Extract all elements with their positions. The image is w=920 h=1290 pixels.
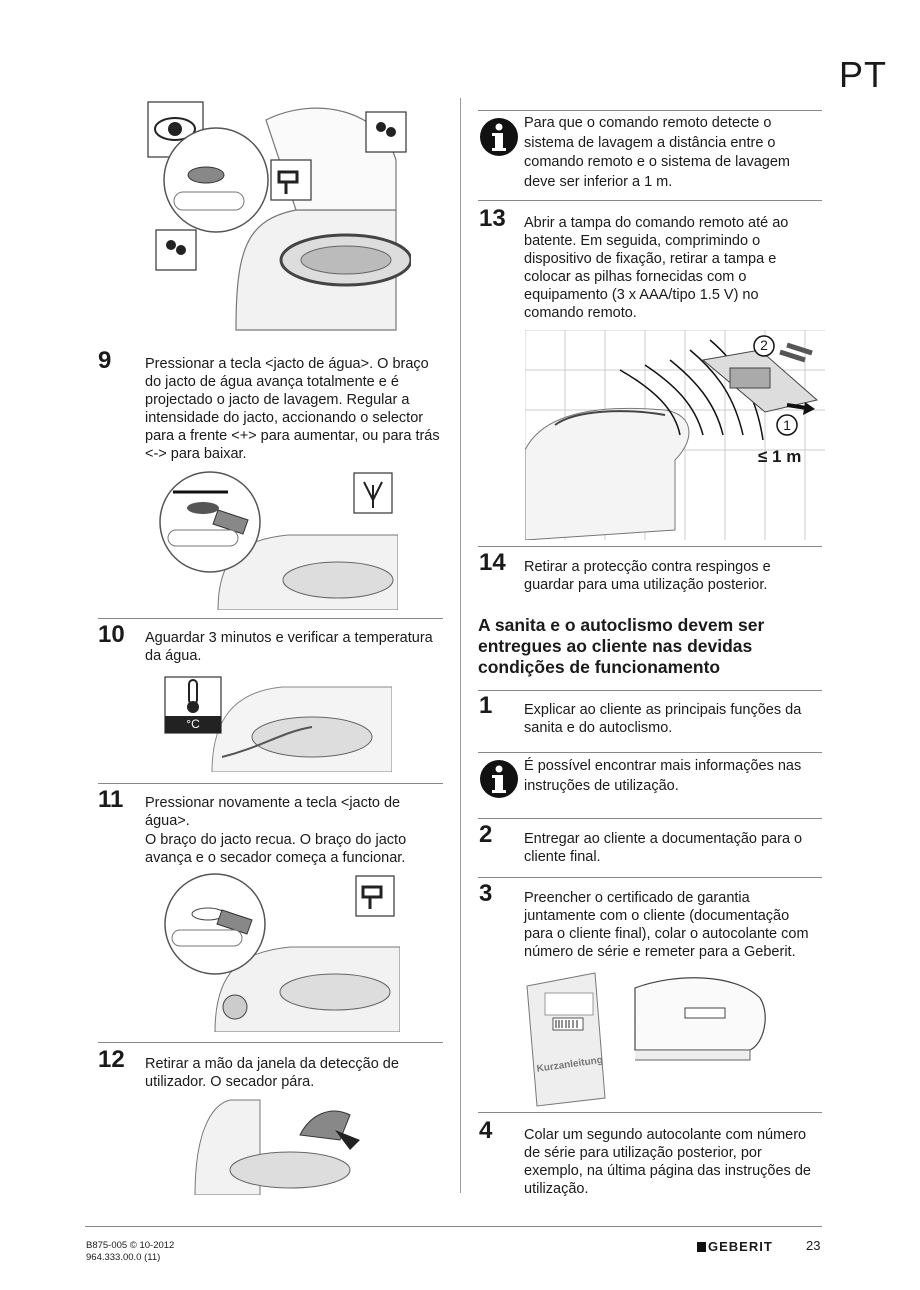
divider	[478, 546, 822, 547]
step-text: Abrir a tampa do comando remoto até ao b…	[524, 215, 789, 321]
step-number: 2	[479, 821, 493, 848]
step-number: 12	[98, 1046, 125, 1073]
step-number: 11	[98, 786, 124, 813]
step-number: 4	[479, 1117, 493, 1144]
step-text: Colar um segundo autocolante com número …	[524, 1127, 811, 1197]
step-text: Aguardar 3 minutos e verificar a tempera…	[145, 630, 433, 664]
section-heading: A sanita e o autoclismo devem ser entreg…	[478, 615, 765, 677]
step-number: 3	[479, 880, 493, 907]
step-text: Pressionar a tecla <jacto de água>. O br…	[145, 356, 440, 462]
brand-name: GEBERIT	[708, 1239, 773, 1254]
warranty-booklet-illustration	[525, 968, 770, 1108]
callout-1: 1	[783, 417, 791, 433]
step-number: 9	[98, 347, 112, 374]
remote-control-illustration	[525, 330, 825, 540]
info-icon	[480, 760, 518, 798]
footer-rule	[85, 1226, 822, 1227]
column-divider	[460, 98, 461, 1193]
step-text: O braço do jacto recua. O braço do jacto…	[145, 832, 407, 866]
temperature-check-illustration	[162, 672, 392, 772]
step-text: Explicar ao cliente as principais funçõe…	[524, 702, 802, 736]
info-text: Para que o comando remoto detecte o sist…	[524, 115, 790, 190]
dryer-illustration	[160, 872, 400, 1032]
footer-doc-code: B875-005 © 10-2012	[86, 1240, 175, 1251]
divider	[478, 877, 822, 878]
step-number: 1	[479, 692, 493, 719]
language-tag: PT	[838, 54, 887, 95]
step-number: 14	[479, 549, 506, 576]
toilet-sensor-illustration	[146, 100, 411, 340]
logo-block-icon	[697, 1241, 706, 1252]
info-icon	[480, 118, 518, 156]
temperature-label: °C	[186, 717, 200, 731]
water-jet-illustration	[158, 470, 398, 610]
divider	[478, 818, 822, 819]
divider	[478, 200, 822, 201]
brand-logo: GEBERIT	[697, 1239, 773, 1254]
info-text: É possível encontrar mais informações na…	[524, 758, 802, 794]
divider	[98, 1042, 443, 1043]
distance-label: ≤ 1 m	[758, 447, 802, 466]
step-number: 10	[98, 621, 125, 648]
divider	[478, 752, 822, 753]
page-number: 23	[806, 1238, 821, 1253]
step-text: Retirar a protecção contra respingos e g…	[524, 559, 771, 593]
step-text: Pressionar novamente a tecla <jacto de á…	[145, 795, 401, 829]
divider	[98, 783, 443, 784]
divider	[98, 618, 443, 619]
divider	[478, 110, 822, 111]
hand-removal-illustration	[190, 1095, 370, 1195]
divider	[478, 1112, 822, 1113]
step-text: Entregar ao cliente a documentação para …	[524, 831, 803, 865]
footer-doc-number: 964.333.00.0 (11)	[86, 1252, 161, 1263]
step-text: Preencher o certificado de garantia junt…	[524, 890, 809, 960]
step-text: Retirar a mão da janela da detecção de u…	[145, 1056, 399, 1090]
callout-2: 2	[760, 337, 768, 353]
step-number: 13	[479, 205, 506, 232]
divider	[478, 690, 822, 691]
